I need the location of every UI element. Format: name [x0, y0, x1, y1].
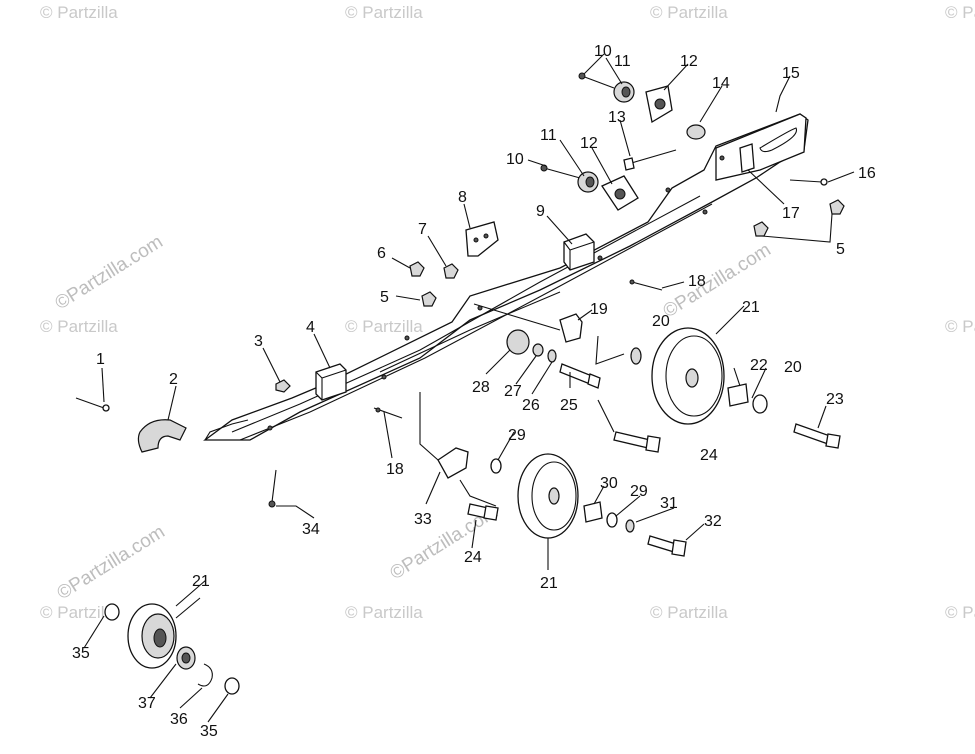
callout-35b: 35: [200, 723, 218, 740]
callout-13: 13: [608, 109, 626, 126]
watermark: © Partzilla: [945, 317, 975, 336]
callout-4: 4: [306, 319, 315, 336]
callout-36: 36: [170, 711, 188, 728]
watermark: © Partzilla: [345, 3, 423, 22]
callout-32: 32: [704, 513, 722, 530]
callout-5: 5: [380, 289, 389, 306]
watermark-diagonal: ©Partzilla.com: [52, 231, 167, 314]
callout-21c: 21: [192, 573, 210, 590]
callout-18b: 18: [386, 461, 404, 478]
parts: [75, 72, 845, 695]
callout-29: 29: [508, 427, 526, 444]
callout-18: 18: [688, 273, 706, 290]
leader-lines: [83, 53, 855, 723]
watermark-diagonal: ©Partzilla.com: [54, 521, 169, 604]
callout-21b: 21: [540, 575, 558, 592]
callout-1: 1: [96, 351, 105, 368]
callout-19: 19: [590, 301, 608, 318]
callout-12: 12: [680, 53, 698, 70]
callout-35: 35: [72, 645, 90, 662]
callout-33: 33: [414, 511, 432, 528]
callout-16: 16: [858, 165, 876, 182]
watermark: © Partzilla: [345, 317, 423, 336]
callouts: 1 2 3 4 5 5 6 7 8 9 10 10 11 11 12 12 13…: [72, 43, 876, 740]
callout-21: 21: [742, 299, 760, 316]
callout-6: 6: [377, 245, 386, 262]
callout-12b: 12: [580, 135, 598, 152]
callout-15: 15: [782, 65, 800, 82]
watermark: © Partzilla: [345, 603, 423, 622]
callout-7: 7: [418, 221, 427, 238]
callout-2: 2: [169, 371, 178, 388]
watermark: © Partzilla: [945, 3, 975, 22]
watermark: © Partzilla: [40, 317, 118, 336]
callout-34: 34: [302, 521, 320, 538]
watermark: © Partzilla: [650, 3, 728, 22]
watermark-layer: © Partzilla © Partzilla © Partzilla © Pa…: [40, 3, 975, 622]
watermark: © Partzilla: [945, 603, 975, 622]
callout-28: 28: [472, 379, 490, 396]
callout-24: 24: [700, 447, 718, 464]
callout-9: 9: [536, 203, 545, 220]
callout-8: 8: [458, 189, 467, 206]
watermark: © Partzilla: [40, 3, 118, 22]
callout-20: 20: [652, 313, 670, 330]
callout-17: 17: [782, 205, 800, 222]
callout-24b: 24: [464, 549, 482, 566]
callout-29b: 29: [630, 483, 648, 500]
callout-10b: 10: [506, 151, 524, 168]
callout-20b: 20: [784, 359, 802, 376]
callout-10: 10: [594, 43, 612, 60]
watermark: © Partzilla: [650, 603, 728, 622]
callout-3: 3: [254, 333, 263, 350]
callout-23: 23: [826, 391, 844, 408]
watermark: © Partzilla: [40, 603, 118, 622]
callout-11: 11: [614, 53, 631, 70]
callout-26: 26: [522, 397, 540, 414]
callout-25: 25: [560, 397, 578, 414]
callout-22: 22: [750, 357, 768, 374]
callout-30: 30: [600, 475, 618, 492]
callout-37: 37: [138, 695, 156, 712]
callout-14: 14: [712, 75, 730, 92]
callout-27: 27: [504, 383, 522, 400]
callout-31: 31: [660, 495, 678, 512]
callout-5b: 5: [836, 241, 845, 258]
callout-11b: 11: [540, 127, 557, 144]
